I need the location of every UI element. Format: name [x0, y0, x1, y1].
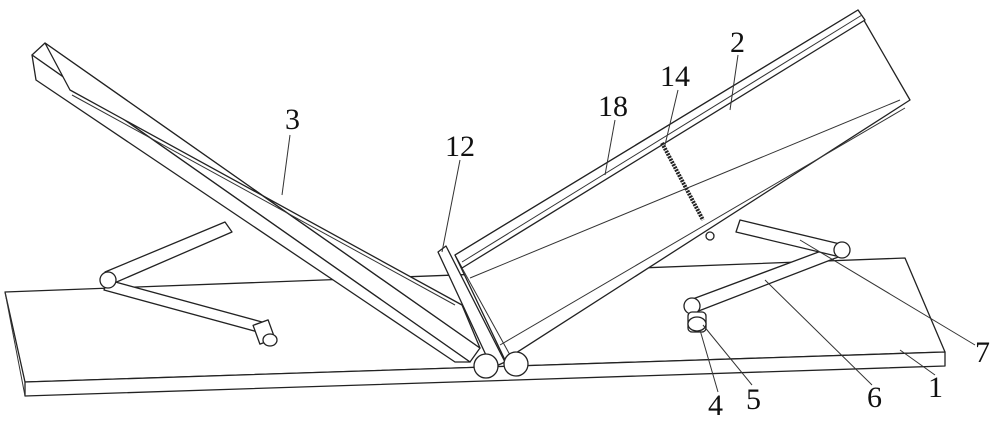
label-hinge-12: 12: [445, 132, 475, 162]
label-roller-4: 4: [708, 391, 723, 421]
label-rail-18: 18: [598, 92, 628, 122]
label-right-panel: 2: [730, 28, 745, 58]
label-spring-14: 14: [660, 62, 690, 92]
label-roller-5: 5: [746, 385, 761, 415]
hinge-roller-left: [474, 354, 498, 378]
label-base-plate: 1: [928, 373, 943, 403]
hinge-roller-right: [504, 352, 528, 376]
label-hinge-7: 7: [975, 338, 990, 368]
label-left-panel: 3: [285, 105, 300, 135]
label-support-rod: 6: [867, 383, 882, 413]
